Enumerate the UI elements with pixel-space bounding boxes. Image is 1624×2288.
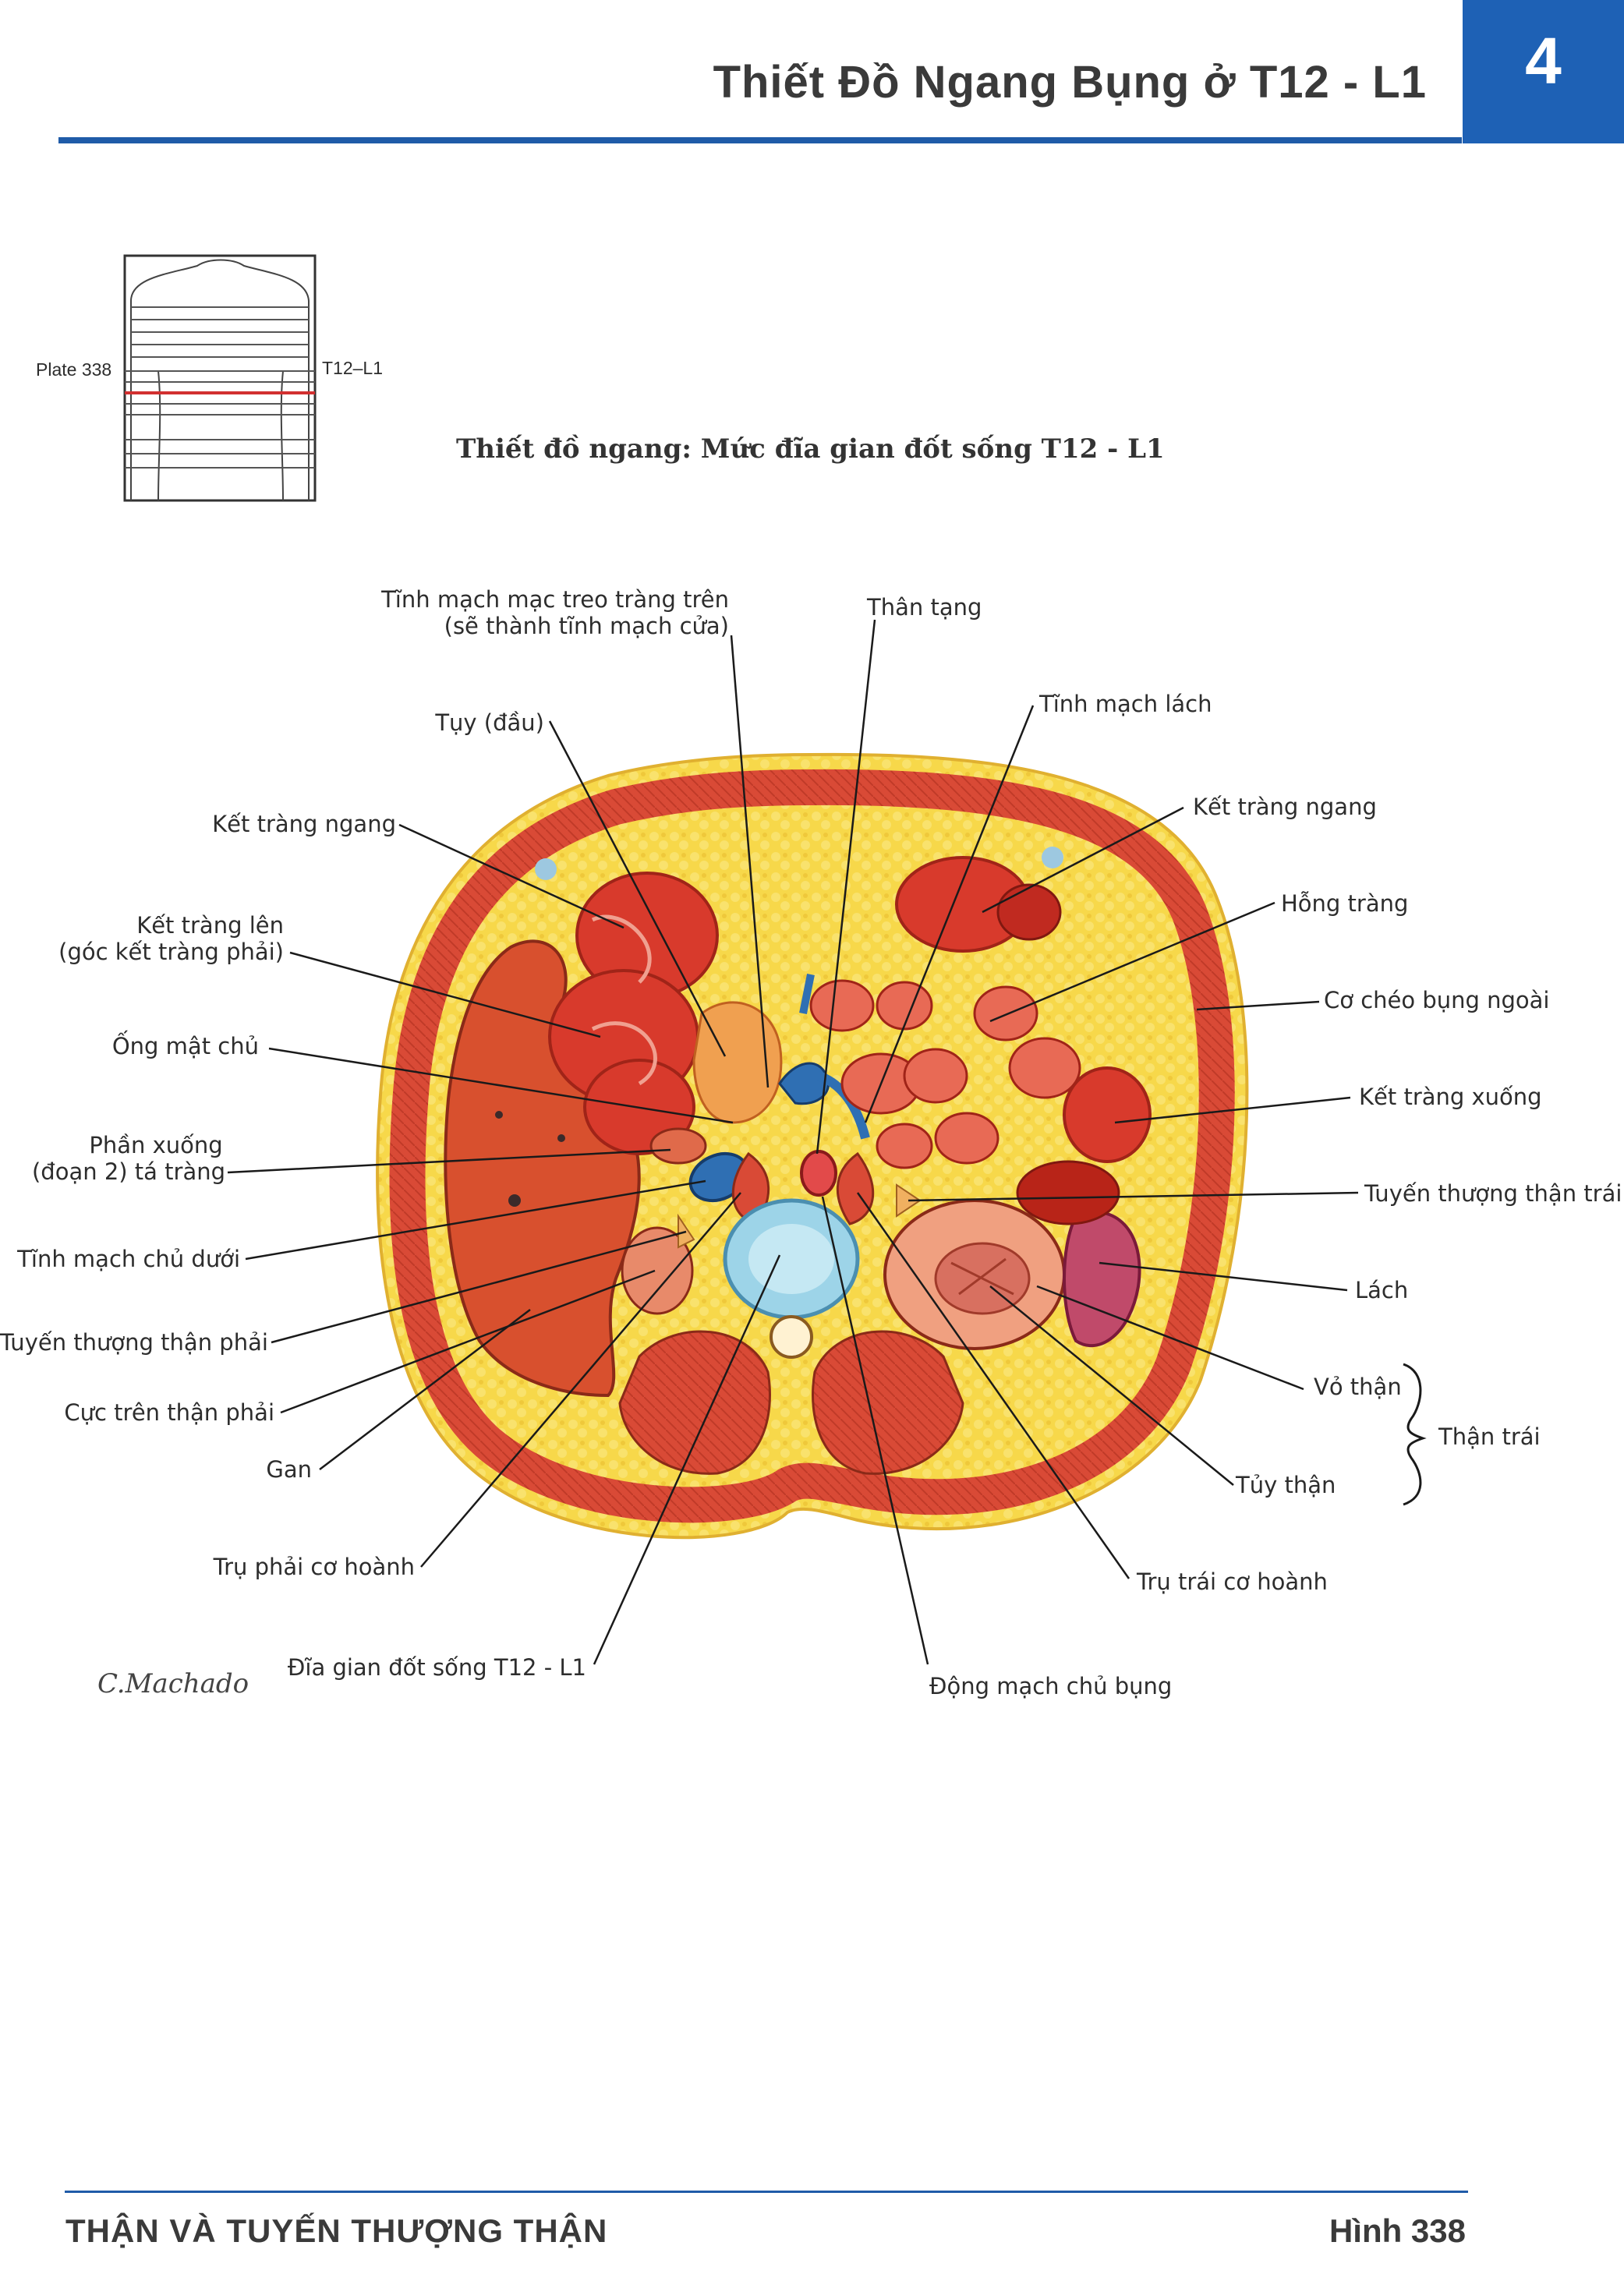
plate-label: Plate 338 — [36, 359, 112, 380]
label-right-crus: Trụ phải cơ hoành — [213, 1554, 415, 1580]
right-kidney-upper-pole — [621, 1226, 694, 1315]
kidney-brace — [1403, 1363, 1427, 1506]
label-intervertebral-disc: Đĩa gian đốt sống T12 - L1 — [287, 1654, 586, 1681]
descending-colon — [1063, 1066, 1152, 1163]
leader-ivc — [245, 1179, 706, 1261]
figure-subtitle: Thiết đồ ngang: Mức đĩa gian đốt sống T1… — [456, 433, 1165, 465]
label-left-adrenal: Tuyến thượng thận trái — [1364, 1180, 1622, 1207]
leader-renal-cortex — [1036, 1285, 1304, 1391]
level-label: T12–L1 — [322, 358, 384, 378]
pancreas-head — [692, 1001, 783, 1124]
back-muscle-left — [812, 1330, 964, 1475]
label-splenic-vein: Tĩnh mạch lách — [1039, 691, 1212, 717]
leader-right-crus — [420, 1192, 741, 1568]
label-renal-cortex: Vỏ thận — [1314, 1374, 1402, 1400]
label-liver: Gan — [266, 1456, 312, 1483]
leader-duodenum — [227, 1148, 671, 1174]
level-inset-figure — [123, 254, 317, 502]
label-ivc: Tĩnh mạch chủ dưới — [17, 1246, 240, 1272]
spleen — [1063, 1211, 1141, 1348]
abdominal-aorta — [800, 1150, 837, 1197]
leader-external-oblique — [1196, 1000, 1320, 1011]
leader-lines — [227, 619, 1359, 1665]
leader-transverse-colon-right — [398, 823, 624, 929]
leader-liver — [319, 1309, 531, 1470]
abdominal-wall-muscle — [389, 769, 1235, 1523]
spinal-canal — [770, 1315, 813, 1359]
label-smv-1: Tĩnh mạch mạc treo tràng trên — [381, 586, 729, 613]
leader-intervertebral-disc — [593, 1254, 781, 1665]
back-muscle-right — [618, 1330, 771, 1475]
footer-section-title: THẬN VÀ TUYẾN THƯỢNG THẬN — [65, 2212, 608, 2249]
header-rule — [58, 137, 1462, 143]
label-right-kidney-upper-pole: Cực trên thận phải — [64, 1399, 274, 1426]
label-ascending-colon-1: Kết tràng lên — [136, 912, 284, 939]
leader-transverse-colon-left — [982, 806, 1184, 914]
label-ascending-colon-2: (góc kết tràng phải) — [58, 939, 284, 965]
label-left-kidney: Thận trái — [1438, 1423, 1541, 1450]
leader-celiac-trunk — [816, 619, 876, 1155]
leader-right-adrenal — [271, 1230, 687, 1344]
left-crus — [836, 1151, 875, 1225]
footer-rule — [65, 2191, 1468, 2193]
label-transverse-colon-left: Kết tràng ngang — [1193, 794, 1377, 820]
leader-splenic-vein — [864, 705, 1035, 1123]
leader-common-bile-duct — [268, 1047, 734, 1124]
label-renal-medulla: Tủy thận — [1236, 1472, 1336, 1498]
duodenum — [649, 1127, 707, 1165]
label-transverse-colon-right: Kết tràng ngang — [212, 811, 396, 837]
footer-figure-number: Hình 338 — [1329, 2212, 1466, 2249]
label-smv-2: (sẽ thành tĩnh mạch cửa) — [444, 613, 729, 639]
label-external-oblique: Cơ chéo bụng ngoài — [1324, 987, 1550, 1013]
label-common-bile-duct: Ống mật chủ — [111, 1033, 259, 1059]
chapter-tab — [1463, 0, 1624, 143]
artist-signature: C.Machado — [97, 1668, 249, 1699]
leader-jejunum — [989, 901, 1275, 1023]
leader-renal-medulla — [989, 1285, 1234, 1486]
leader-smv — [730, 635, 770, 1088]
label-celiac-trunk: Thân tạng — [867, 594, 982, 621]
chapter-number: 4 — [1525, 24, 1562, 97]
label-spleen: Lách — [1355, 1277, 1409, 1303]
label-descending-colon: Kết tràng xuống — [1359, 1084, 1542, 1110]
leader-aorta — [821, 1196, 929, 1665]
label-duodenum-2: (đoạn 2) tá tràng — [31, 1158, 226, 1185]
leader-left-crus — [856, 1192, 1130, 1579]
leader-spleen — [1099, 1261, 1348, 1292]
label-right-adrenal: Tuyến thượng thận phải — [0, 1329, 268, 1356]
leader-ascending-colon — [289, 951, 601, 1038]
leader-right-kidney — [280, 1269, 656, 1414]
label-abdominal-aorta: Động mạch chủ bụng — [929, 1673, 1173, 1699]
leader-pancreas-head — [548, 720, 727, 1057]
label-duodenum-1: Phần xuống — [89, 1132, 223, 1158]
label-pancreas-head: Tụy (đầu) — [435, 709, 544, 736]
label-left-crus: Trụ trái cơ hoành — [1137, 1568, 1328, 1595]
leader-left-adrenal — [908, 1191, 1359, 1202]
page-title: Thiết Đồ Ngang Bụng ở T12 - L1 — [713, 57, 1427, 108]
label-jejunum: Hỗng tràng — [1281, 890, 1409, 917]
leader-descending-colon — [1114, 1096, 1351, 1124]
